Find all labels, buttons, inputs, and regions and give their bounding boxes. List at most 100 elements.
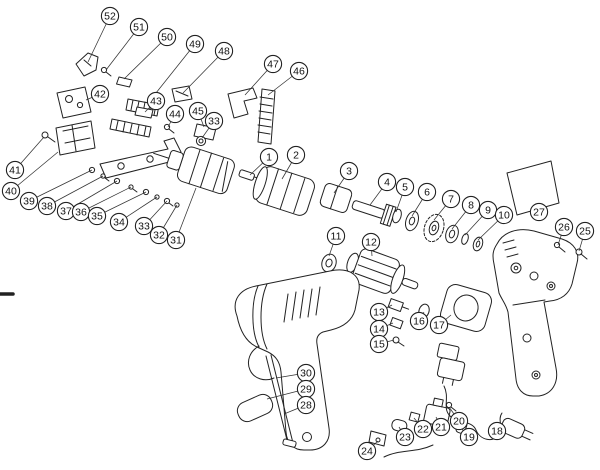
chuck-part-2 bbox=[252, 166, 315, 216]
svg-text:5: 5 bbox=[402, 182, 408, 194]
svg-text:3: 3 bbox=[346, 166, 352, 178]
part-callout-3: 3 bbox=[339, 161, 359, 181]
circlip-part-9 bbox=[461, 233, 469, 245]
angle-bracket-part-52 bbox=[75, 52, 99, 77]
part-callout-23: 23 bbox=[395, 427, 415, 447]
side-handle-part bbox=[236, 345, 297, 448]
stator-part-17 bbox=[440, 284, 492, 332]
part-callout-26: 26 bbox=[554, 217, 574, 237]
part-callout-10: 10 bbox=[494, 205, 514, 225]
part-callout-18: 18 bbox=[487, 421, 507, 441]
bracket-part-48 bbox=[171, 85, 193, 103]
part-callout-21: 21 bbox=[431, 417, 451, 437]
spring-part-lower bbox=[109, 118, 152, 138]
armature-part-12 bbox=[346, 248, 419, 294]
part-callout-33: 33 bbox=[134, 216, 154, 236]
svg-text:48: 48 bbox=[218, 46, 230, 58]
part-callout-4: 4 bbox=[377, 172, 397, 192]
svg-text:2: 2 bbox=[293, 150, 299, 162]
switch-plate-part-40 bbox=[55, 120, 96, 156]
svg-text:19: 19 bbox=[463, 432, 475, 444]
part-callout-43: 43 bbox=[146, 91, 166, 111]
part-callout-20: 20 bbox=[449, 411, 469, 431]
svg-text:37: 37 bbox=[60, 206, 72, 218]
screw-part-41 bbox=[41, 131, 56, 143]
svg-text:15: 15 bbox=[373, 339, 385, 351]
brush-part-13 bbox=[387, 298, 410, 312]
svg-text:46: 46 bbox=[293, 66, 305, 78]
part-callout-42: 42 bbox=[90, 84, 110, 104]
svg-text:34: 34 bbox=[113, 217, 125, 229]
svg-text:26: 26 bbox=[558, 222, 570, 234]
leader-line-48 bbox=[182, 50, 225, 94]
ring-part-33 bbox=[195, 135, 207, 147]
bent-bracket-part-47 bbox=[227, 87, 258, 119]
svg-text:25: 25 bbox=[579, 226, 591, 238]
svg-text:42: 42 bbox=[94, 89, 106, 101]
leader-line-40 bbox=[10, 151, 59, 192]
part-callout-45: 45 bbox=[188, 101, 208, 121]
chuck-part-front bbox=[153, 146, 235, 195]
svg-text:29: 29 bbox=[300, 384, 312, 396]
sleeve-part-3 bbox=[319, 183, 353, 213]
part-callout-33: 33 bbox=[204, 111, 224, 131]
svg-text:51: 51 bbox=[133, 22, 145, 34]
part-callout-29: 29 bbox=[296, 379, 316, 399]
svg-text:9: 9 bbox=[485, 205, 491, 217]
part-callout-6: 6 bbox=[417, 182, 437, 202]
svg-text:18: 18 bbox=[491, 426, 503, 438]
screw-part-15 bbox=[392, 336, 405, 347]
part-callout-32: 32 bbox=[149, 225, 169, 245]
svg-text:23: 23 bbox=[399, 432, 411, 444]
brush-part-14 bbox=[389, 317, 404, 330]
part-callout-44: 44 bbox=[165, 104, 185, 124]
part-callout-48: 48 bbox=[214, 41, 234, 61]
bearing-part-8 bbox=[445, 224, 459, 244]
screw-part-51 bbox=[100, 66, 112, 77]
part-callout-35: 35 bbox=[87, 206, 107, 226]
svg-text:30: 30 bbox=[300, 368, 312, 380]
part-callout-5: 5 bbox=[395, 177, 415, 197]
part-callout-15: 15 bbox=[369, 334, 389, 354]
rack-part-46 bbox=[257, 88, 276, 145]
svg-text:6: 6 bbox=[424, 187, 430, 199]
svg-text:44: 44 bbox=[169, 109, 181, 121]
svg-text:14: 14 bbox=[373, 324, 385, 336]
bracket-part-24 bbox=[368, 430, 387, 447]
part-callout-51: 51 bbox=[129, 17, 149, 37]
svg-text:16: 16 bbox=[413, 316, 425, 328]
svg-text:12: 12 bbox=[365, 237, 377, 249]
svg-text:40: 40 bbox=[5, 186, 17, 198]
part-callout-34: 34 bbox=[109, 212, 129, 232]
svg-text:32: 32 bbox=[153, 230, 165, 242]
part-callout-52: 52 bbox=[100, 6, 120, 26]
part-callout-7: 7 bbox=[441, 189, 461, 209]
part-callout-12: 12 bbox=[361, 232, 381, 252]
part-callout-22: 22 bbox=[413, 419, 433, 439]
part-callout-28: 28 bbox=[296, 395, 316, 415]
part-callout-46: 46 bbox=[289, 61, 309, 81]
part-callout-11: 11 bbox=[326, 226, 346, 246]
svg-text:39: 39 bbox=[23, 196, 35, 208]
part-callout-36: 36 bbox=[71, 202, 91, 222]
part-callout-50: 50 bbox=[157, 27, 177, 47]
washer-part-10 bbox=[472, 236, 484, 252]
svg-text:17: 17 bbox=[433, 320, 445, 332]
svg-text:47: 47 bbox=[267, 59, 279, 71]
svg-text:11: 11 bbox=[331, 231, 342, 243]
washer-part-5 bbox=[392, 208, 402, 224]
part-callout-2: 2 bbox=[286, 145, 306, 165]
leader-line-50 bbox=[123, 36, 168, 80]
mounting-plate-part bbox=[99, 137, 182, 179]
terminal-part-22 bbox=[408, 411, 421, 423]
svg-text:43: 43 bbox=[150, 96, 162, 108]
svg-text:50: 50 bbox=[161, 32, 173, 44]
svg-text:10: 10 bbox=[498, 210, 510, 222]
part-callout-27: 27 bbox=[529, 202, 549, 222]
svg-text:28: 28 bbox=[300, 400, 312, 412]
part-callout-38: 38 bbox=[37, 196, 57, 216]
part-callout-17: 17 bbox=[429, 315, 449, 335]
svg-text:41: 41 bbox=[9, 165, 21, 177]
